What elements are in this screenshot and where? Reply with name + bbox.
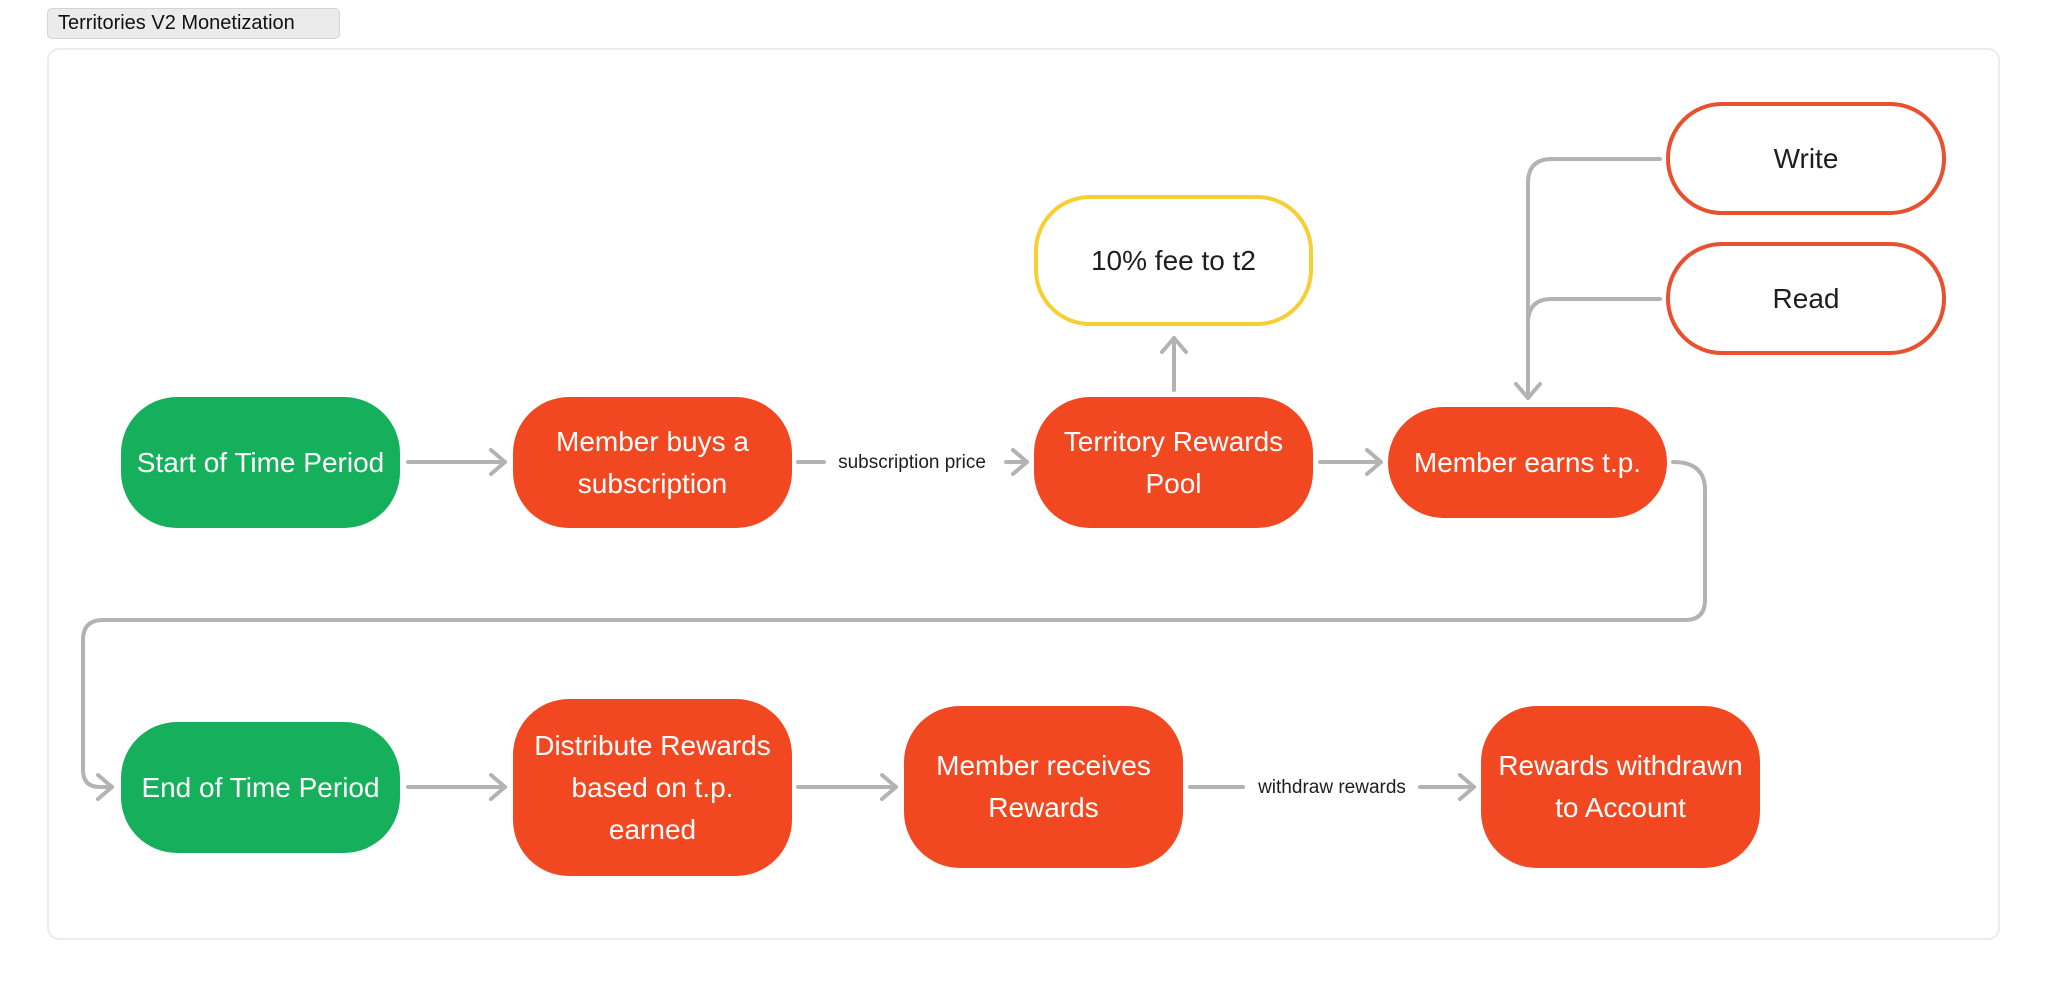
arrowhead-distribute-to-receive — [880, 773, 898, 801]
arrowhead-pool-to-fee — [1160, 336, 1188, 354]
node-label: Rewards withdrawn to Account — [1498, 750, 1743, 823]
node-label: End of Time Period — [141, 771, 380, 803]
connector-write-to-earn — [1526, 157, 1662, 400]
node-fee-to-t2[interactable]: 10% fee to t2 — [1034, 195, 1313, 326]
arrowhead-into-earn — [1514, 382, 1542, 400]
node-label: Start of Time Period — [136, 446, 385, 478]
node-rewards-withdrawn[interactable]: Rewards withdrawn to Account — [1481, 706, 1760, 868]
node-territory-rewards-pool[interactable]: Territory Rewards Pool — [1034, 397, 1313, 528]
node-label: Member earns t.p. — [1413, 446, 1642, 478]
arrowhead-earn-to-end — [96, 773, 114, 801]
node-member-buys-subscription[interactable]: Member buys a subscription — [513, 397, 792, 528]
arrowhead-start-to-buy — [489, 448, 507, 476]
node-label: Write — [1773, 142, 1839, 174]
node-distribute-rewards[interactable]: Distribute Rewards based on t.p. earned — [513, 699, 792, 876]
node-write[interactable]: Write — [1666, 102, 1946, 215]
arrowhead-label-to-pool — [1011, 448, 1029, 476]
arrowhead-label-to-withdrawn — [1458, 773, 1476, 801]
frame-title[interactable]: Territories V2 Monetization — [47, 8, 340, 39]
edge-label-subscription-price: subscription price — [834, 451, 990, 475]
node-end-of-time-period[interactable]: End of Time Period — [121, 722, 400, 853]
node-label: Territory Rewards Pool — [1063, 425, 1284, 499]
node-label: Member buys a subscription — [556, 425, 749, 499]
arrowhead-end-to-distribute — [489, 773, 507, 801]
connector-earn-to-end — [81, 460, 1707, 789]
arrowhead-pool-to-earn — [1365, 448, 1383, 476]
node-start-of-time-period[interactable]: Start of Time Period — [121, 397, 400, 528]
node-read[interactable]: Read — [1666, 242, 1946, 355]
node-label: Distribute Rewards based on t.p. earned — [534, 729, 771, 845]
connector-read-to-earn — [1526, 297, 1662, 400]
node-member-earns-tp[interactable]: Member earns t.p. — [1388, 407, 1667, 518]
node-label: Read — [1772, 282, 1840, 314]
edge-label-withdraw-rewards: withdraw rewards — [1254, 776, 1410, 800]
node-label: 10% fee to t2 — [1090, 244, 1256, 276]
node-label: Member receives Rewards — [936, 750, 1151, 823]
node-member-receives-rewards[interactable]: Member receives Rewards — [904, 706, 1183, 868]
